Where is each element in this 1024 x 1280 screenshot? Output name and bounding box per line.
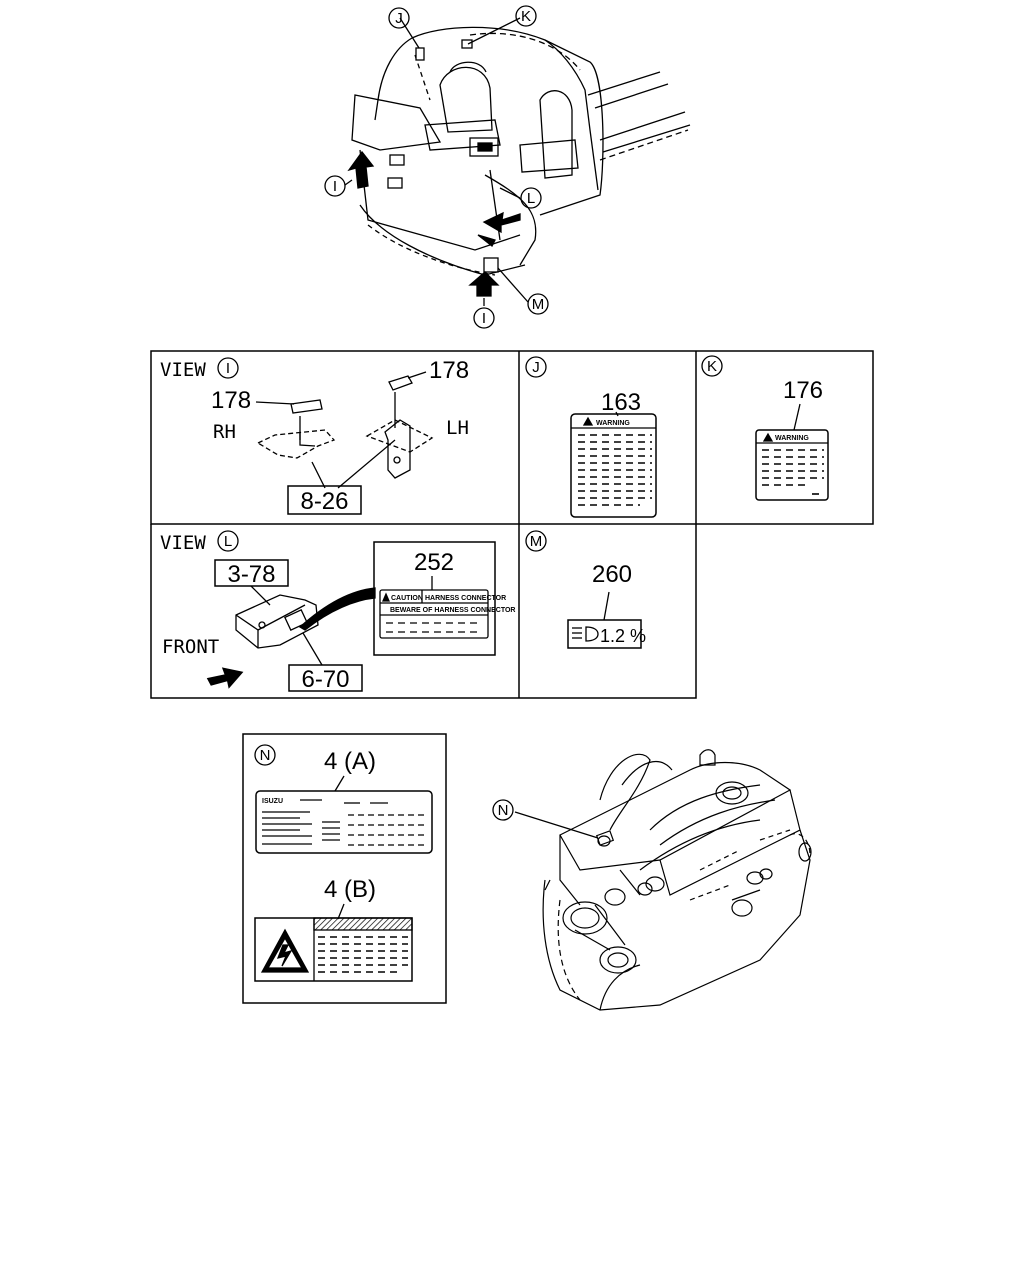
callout-j-top: J xyxy=(388,7,410,29)
ref-8-26: 8-26 xyxy=(300,488,348,515)
engine-illustration xyxy=(514,749,812,1011)
svg-text:I: I xyxy=(333,178,337,195)
panel-j: J 163 WARNING xyxy=(525,356,657,518)
svg-text:HARNESS CONNECTOR: HARNESS CONNECTOR xyxy=(425,595,506,602)
view-l-title: VIEW xyxy=(160,532,206,554)
callout-n-engine: N xyxy=(492,799,514,821)
callout-i-top: I xyxy=(324,175,346,197)
panel-m: M 260 1.2 % xyxy=(525,530,646,649)
svg-text:I: I xyxy=(226,360,230,377)
callout-m-top: M xyxy=(527,293,549,315)
part-178-lh: 178 xyxy=(429,357,469,384)
panel-k: K 176 WARNING xyxy=(701,355,829,501)
warning-163: WARNING xyxy=(596,420,630,427)
isuzu-brand: ISUZU xyxy=(262,798,283,805)
part-163: 163 xyxy=(601,389,641,416)
callout-l-top: L xyxy=(520,187,542,209)
warning-176: WARNING xyxy=(775,435,809,442)
callout-k-top: K xyxy=(515,5,537,27)
truck-cab-illustration xyxy=(344,17,691,306)
svg-text:L: L xyxy=(527,190,535,207)
svg-text:M: M xyxy=(530,533,543,550)
svg-text:BEWARE OF HARNESS CONNECTOR: BEWARE OF HARNESS CONNECTOR xyxy=(390,607,516,614)
callout-i-bottom: I xyxy=(473,307,495,329)
part-260: 260 xyxy=(592,561,632,588)
svg-text:J: J xyxy=(532,359,540,376)
lh-label: LH xyxy=(446,417,469,439)
svg-text:CAUTION: CAUTION xyxy=(391,595,423,602)
svg-text:I: I xyxy=(482,310,486,327)
part-4b: 4 (B) xyxy=(324,876,376,903)
part-176: 176 xyxy=(783,377,823,404)
front-label: FRONT xyxy=(162,636,219,658)
ref-3-78: 3-78 xyxy=(227,561,275,588)
svg-text:N: N xyxy=(260,747,271,764)
part-4a: 4 (A) xyxy=(324,748,376,775)
svg-text:N: N xyxy=(498,802,509,819)
ref-6-70: 6-70 xyxy=(301,666,349,693)
panel-view-l: VIEW L 3-78 6-70 FRONT 252 CAUTION HARNE… xyxy=(160,530,516,693)
part-252: 252 xyxy=(414,549,454,576)
view-panels-grid xyxy=(150,350,874,699)
svg-text:K: K xyxy=(521,8,531,25)
panel-n: N 4 (A) ISUZU 4 (B) xyxy=(242,733,447,1004)
panel-view-i: VIEW I RH LH 178 178 8-26 xyxy=(160,357,469,515)
part-178-rh: 178 xyxy=(211,387,251,414)
view-i-title: VIEW xyxy=(160,359,206,381)
svg-text:J: J xyxy=(395,10,403,27)
svg-text:K: K xyxy=(707,358,717,375)
svg-text:L: L xyxy=(224,533,232,550)
svg-text:M: M xyxy=(532,296,545,313)
rh-label: RH xyxy=(213,421,236,443)
value-1-2-percent: 1.2 % xyxy=(600,626,646,646)
